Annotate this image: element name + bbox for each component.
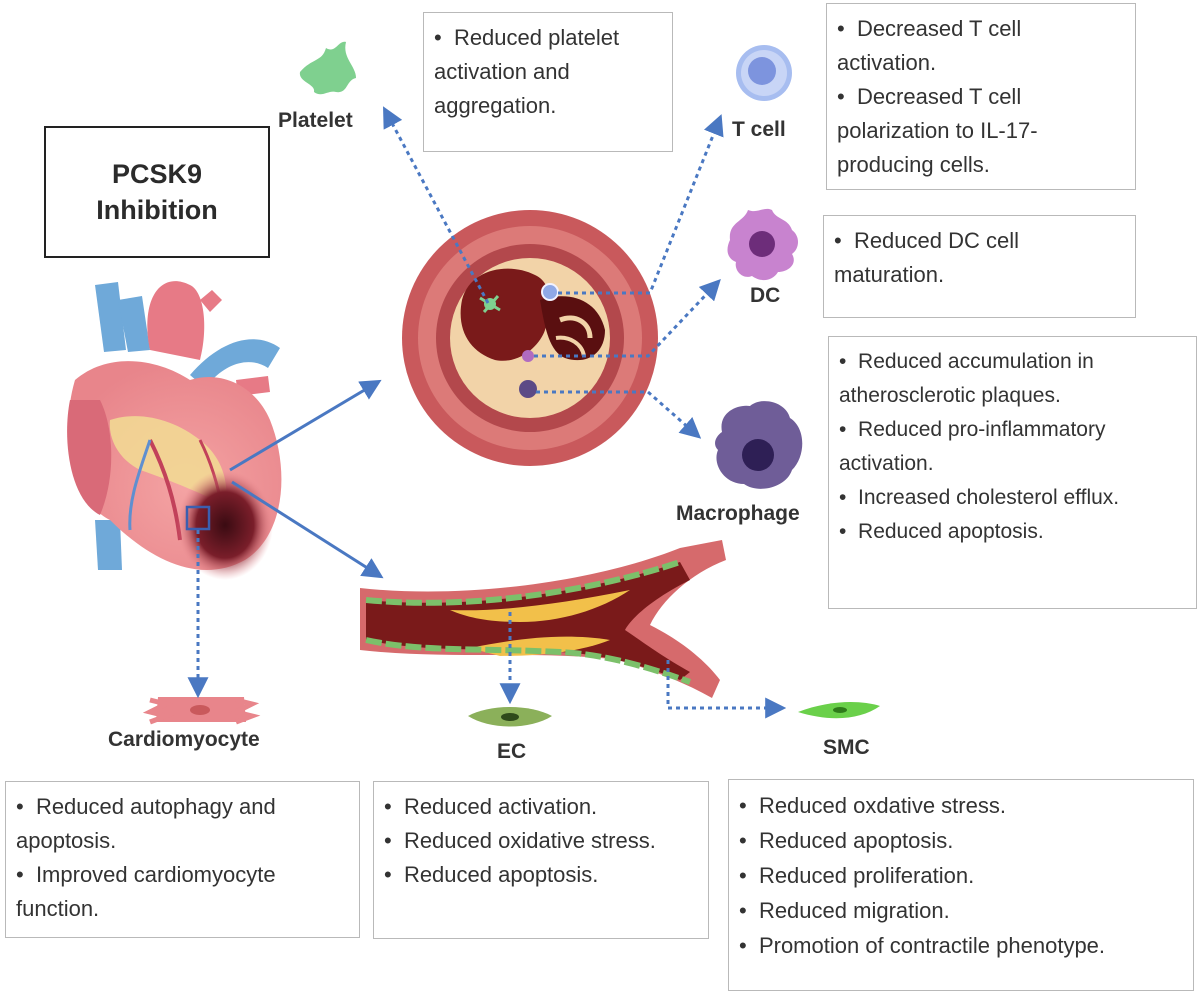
note-item: Reduced migration. — [739, 893, 1183, 928]
note-item: Reduced apoptosis. — [839, 515, 1186, 549]
label-platelet: Platelet — [278, 109, 353, 132]
arrow-to-dc — [534, 278, 721, 358]
arrow-to-macrophage — [536, 390, 702, 439]
note-cardiomyocyte: Reduced autophagy and apoptosis. Improve… — [5, 781, 360, 938]
label-macrophage: Macrophage — [676, 502, 800, 525]
note-item: Reduced proliferation. — [739, 858, 1183, 893]
note-item: Reduced platelet activation and aggregat… — [434, 21, 662, 123]
arrows — [187, 106, 787, 719]
note-smc-list: Reduced oxdative stress. Reduced apoptos… — [739, 788, 1183, 963]
note-item: Reduced pro-inflammatory activation. — [839, 413, 1186, 481]
note-item: Reduced apoptosis. — [384, 858, 698, 892]
t-cell-icon — [736, 45, 792, 101]
title-line-2: Inhibition — [96, 195, 218, 225]
note-macrophage-list: Reduced accumulation in atherosclerotic … — [839, 345, 1186, 549]
platelet-cell-icon — [299, 41, 356, 95]
note-item: Decreased T cell activation. — [837, 12, 1125, 80]
note-dc: Reduced DC cell maturation. — [823, 215, 1136, 318]
label-smc: SMC — [823, 736, 870, 759]
note-item: Reduced oxdative stress. — [739, 788, 1183, 823]
note-item: Reduced autophagy and apoptosis. — [16, 790, 349, 858]
title-line-1: PCSK9 — [111, 159, 203, 189]
note-cardiomyocyte-list: Reduced autophagy and apoptosis. Improve… — [16, 790, 349, 926]
arrow-to-smc — [666, 660, 787, 719]
arrow-heart-to-cross-section — [229, 379, 382, 472]
vessel-cross-section — [402, 210, 658, 466]
note-ec: Reduced activation. Reduced oxidative st… — [373, 781, 709, 939]
note-item: Improved cardiomyocyte function. — [16, 858, 349, 926]
note-item: Promotion of contractile phenotype. — [739, 928, 1183, 963]
cardiomyocyte-cell-icon — [142, 697, 261, 725]
note-item: Decreased T cell polarization to IL-17-p… — [837, 80, 1125, 182]
arrow-heart-to-vessel — [231, 480, 384, 579]
note-platelet: Reduced platelet activation and aggregat… — [423, 12, 673, 152]
note-ec-list: Reduced activation. Reduced oxidative st… — [384, 790, 698, 892]
heart-illustration — [67, 281, 282, 580]
note-item: Reduced oxidative stress. — [384, 824, 698, 858]
note-item: Increased cholesterol efflux. — [839, 481, 1186, 515]
note-t-cell-list: Decreased T cell activation. Decreased T… — [837, 12, 1125, 182]
note-item: Reduced apoptosis. — [739, 823, 1183, 858]
macrophage-cell-icon — [715, 401, 803, 489]
note-smc: Reduced oxdative stress. Reduced apoptos… — [728, 779, 1194, 991]
note-item: Reduced DC cell maturation. — [834, 224, 1125, 292]
label-cardiomyocyte: Cardiomyocyte — [108, 728, 260, 751]
label-dc: DC — [750, 284, 781, 307]
note-item: Reduced activation. — [384, 790, 698, 824]
note-dc-list: Reduced DC cell maturation. — [834, 224, 1125, 292]
vessel-longitudinal — [360, 540, 726, 698]
title-box: PCSK9 Inhibition — [44, 126, 270, 258]
smc-cell-icon — [798, 702, 880, 719]
note-platelet-list: Reduced platelet activation and aggregat… — [434, 21, 662, 123]
dc-cell-icon — [727, 208, 798, 281]
note-item: Reduced accumulation in atherosclerotic … — [839, 345, 1186, 413]
note-t-cell: Decreased T cell activation. Decreased T… — [826, 3, 1136, 190]
label-ec: EC — [497, 740, 527, 763]
arrow-to-t-cell — [558, 114, 724, 295]
ec-cell-icon — [468, 707, 552, 727]
note-macrophage: Reduced accumulation in atherosclerotic … — [828, 336, 1197, 609]
label-t-cell: T cell — [732, 118, 786, 141]
